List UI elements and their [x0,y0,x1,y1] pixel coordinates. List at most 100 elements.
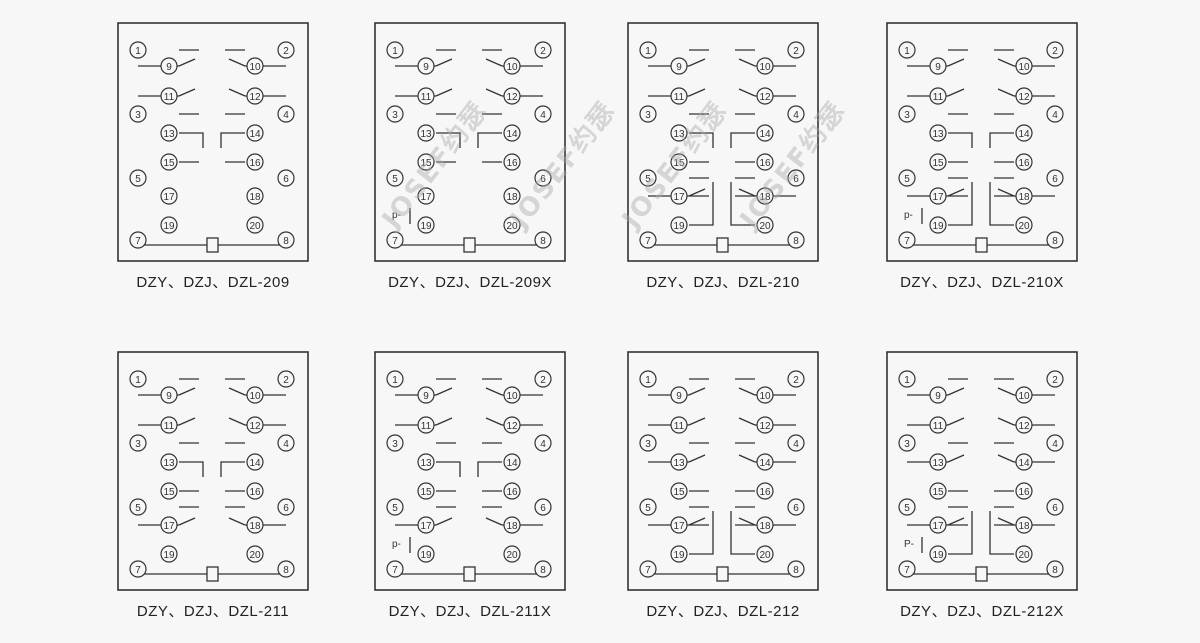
terminal-pin-label: 15 [420,158,432,169]
terminal-pin [417,545,435,563]
terminal-pin [534,560,552,578]
terminal-pin [534,169,552,187]
terminal-pin [386,370,404,388]
terminal-pin [246,482,264,500]
terminal-pin [756,57,774,75]
terminal-pin-label: 12 [506,421,518,432]
terminal-pin-label: 19 [932,221,944,232]
terminal-pin [1046,498,1064,516]
terminal-pin [898,231,916,249]
terminal-pin-label: 6 [283,503,289,514]
terminal-pin-label: 5 [645,503,651,514]
coil-block [975,237,988,253]
contact-blade [738,188,756,197]
terminal-pin-label: 5 [392,174,398,185]
terminal-pin-label: 18 [506,192,518,203]
terminal-pin [160,124,178,142]
terminal-pin-label: 1 [645,375,651,386]
contact-blade [688,88,706,97]
terminal-pin-label: 16 [249,158,261,169]
contact-blade [947,417,965,426]
terminal-pin-label: 20 [759,550,771,561]
terminal-pin-label: 11 [933,92,944,103]
terminal-pin-label: 7 [645,565,651,576]
terminal-pin [670,482,688,500]
terminal-pin-label: 1 [904,375,910,386]
terminal-pin-label: 4 [1052,110,1058,121]
bracket-wire [477,461,502,477]
terminal-pin-label: 1 [135,375,141,386]
contact-blade [688,58,706,67]
contact-blade [178,517,196,526]
terminal-pin [246,187,264,205]
terminal-pin [1046,41,1064,59]
terminal-pin-label: 19 [163,221,175,232]
terminal-pin-label: 18 [759,521,771,532]
terminal-pin [503,386,521,404]
terminal-pin-label: 2 [540,46,546,57]
bracket-wire [948,511,973,555]
terminal-pin [756,187,774,205]
terminal-pin [756,386,774,404]
terminal-pin [1046,169,1064,187]
terminal-pin-label: 17 [932,521,944,532]
terminal-pin-label: 4 [283,110,289,121]
terminal-pin-label: 9 [935,391,941,402]
terminal-pin-label: 15 [932,158,944,169]
terminal-pin-label: 3 [392,110,398,121]
contact-blade [738,387,756,396]
terminal-pin [386,231,404,249]
terminal-pin [534,105,552,123]
contact-blade [688,454,706,463]
terminal-pin-label: 5 [904,503,910,514]
terminal-pin [386,434,404,452]
caption-211: DZY、DZJ、DZL-211 [136,603,290,620]
terminal-pin-label: 2 [793,46,799,57]
terminal-pin [246,416,264,434]
terminal-pin [277,169,295,187]
terminal-pin-label: 4 [540,439,546,450]
contact-blade [435,517,453,526]
bracket-wire [689,182,714,226]
caption-210: DZY、DZJ、DZL-210 [646,274,800,291]
terminal-pin-label: 18 [1018,192,1030,203]
contact-blade [228,88,246,97]
terminal-pin-label: 1 [645,46,651,57]
caption-212: DZY、DZJ、DZL-212 [646,603,800,620]
terminal-pin-label: 12 [1018,421,1030,432]
terminal-pin-label: 13 [673,129,685,140]
terminal-pin [670,545,688,563]
terminal-pin-label: 8 [1052,565,1058,576]
terminal-pin-label: 2 [283,46,289,57]
terminal-pin [756,87,774,105]
terminal-pin [787,105,805,123]
bracket-wire [730,182,755,226]
terminal-pin-label: 17 [420,521,432,532]
terminal-pin [787,434,805,452]
terminal-pin [129,169,147,187]
caption-211x: DZY、DZJ、DZL-211X [388,603,552,620]
terminal-pin-label: 3 [904,110,910,121]
terminal-pin [129,41,147,59]
terminal-pin [929,57,947,75]
terminal-pin [534,370,552,388]
terminal-pin-label: 2 [1052,46,1058,57]
contact-blade [738,454,756,463]
bracket-wire [689,132,714,148]
panel-border [117,22,309,262]
terminal-pin-label: 20 [249,550,261,561]
coil-block [206,237,219,253]
terminal-pin-label: 17 [420,192,432,203]
terminal-pin [160,416,178,434]
terminal-pin-label: 13 [420,458,432,469]
terminal-pin [929,187,947,205]
terminal-pin-label: 12 [249,421,261,432]
terminal-pin [929,482,947,500]
contact-blade [435,58,453,67]
